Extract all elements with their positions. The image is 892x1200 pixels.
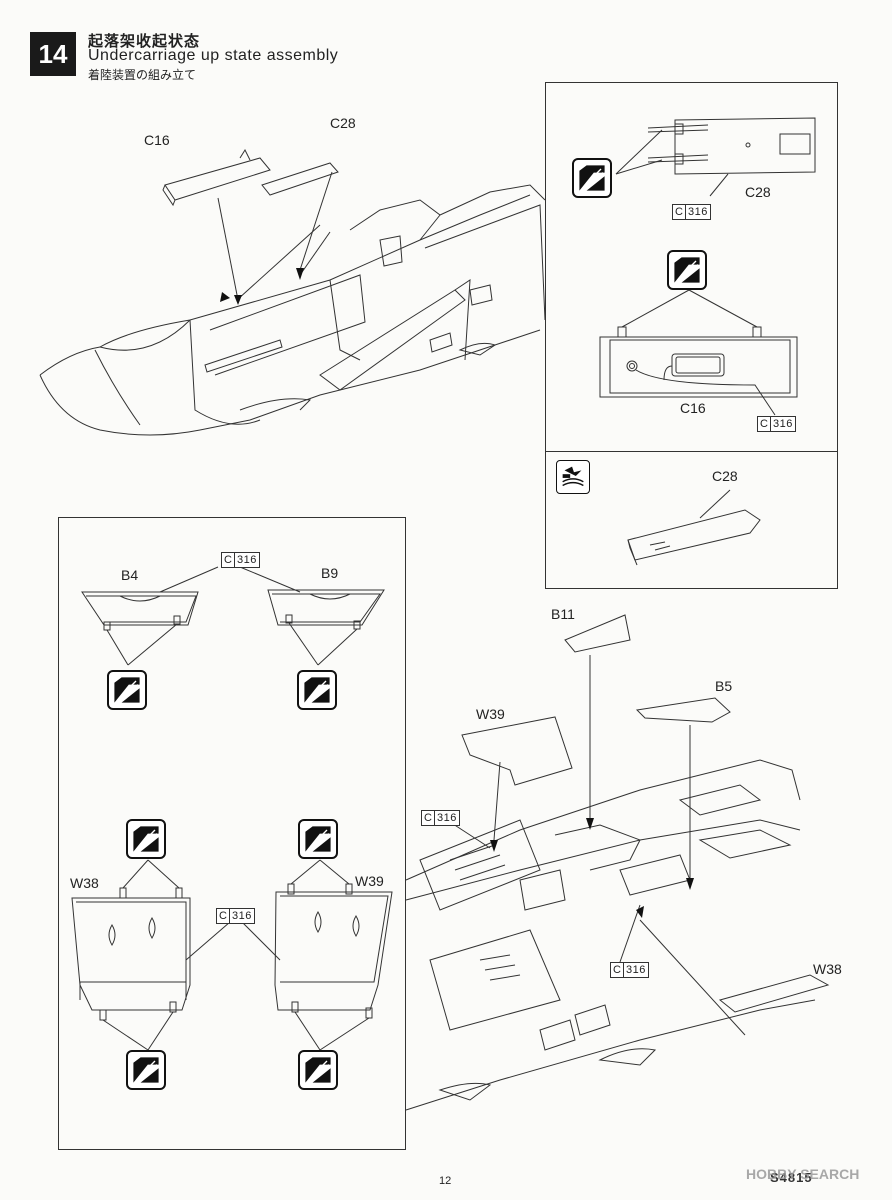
part-label-c28-decal: C28 [712,468,738,484]
step-title-english: Undercarriage up state assembly [88,47,339,64]
step-title-japanese: 着陸装置の組み立て [88,68,197,82]
part-label-c28-detail: C28 [745,184,771,200]
cement-glue-icon [572,158,612,198]
cement-glue-icon [298,1050,338,1090]
part-label-b11: B11 [551,606,575,622]
decal-application-icon [556,460,590,494]
step-number: 14 [30,32,76,76]
part-label-c28: C28 [330,115,356,131]
cement-glue-icon [126,1050,166,1090]
part-label-w38: W38 [813,961,842,977]
part-label-w39: W39 [476,706,505,722]
part-label-w38-left: W38 [70,875,99,891]
cement-glue-icon [297,670,337,710]
part-label-c16: C16 [144,132,170,148]
part-label-c16-detail: C16 [680,400,706,416]
cement-glue-icon [107,670,147,710]
cement-glue-icon [298,819,338,859]
part-label-w39-left: W39 [355,873,384,889]
detail-box-decal [545,451,838,589]
model-code: S4815 [770,1170,813,1185]
watermark: HOBBY SEARCH [746,1166,860,1182]
step-title-chinese: 起落架收起状态 [88,32,201,50]
cement-glue-icon [667,250,707,290]
part-label-b5: B5 [715,678,733,694]
detail-box-doors [58,517,406,1150]
page-number: 12 [439,1175,452,1187]
part-label-b9: B9 [321,565,339,581]
part-label-b4: B4 [121,567,139,583]
cement-glue-icon [126,819,166,859]
